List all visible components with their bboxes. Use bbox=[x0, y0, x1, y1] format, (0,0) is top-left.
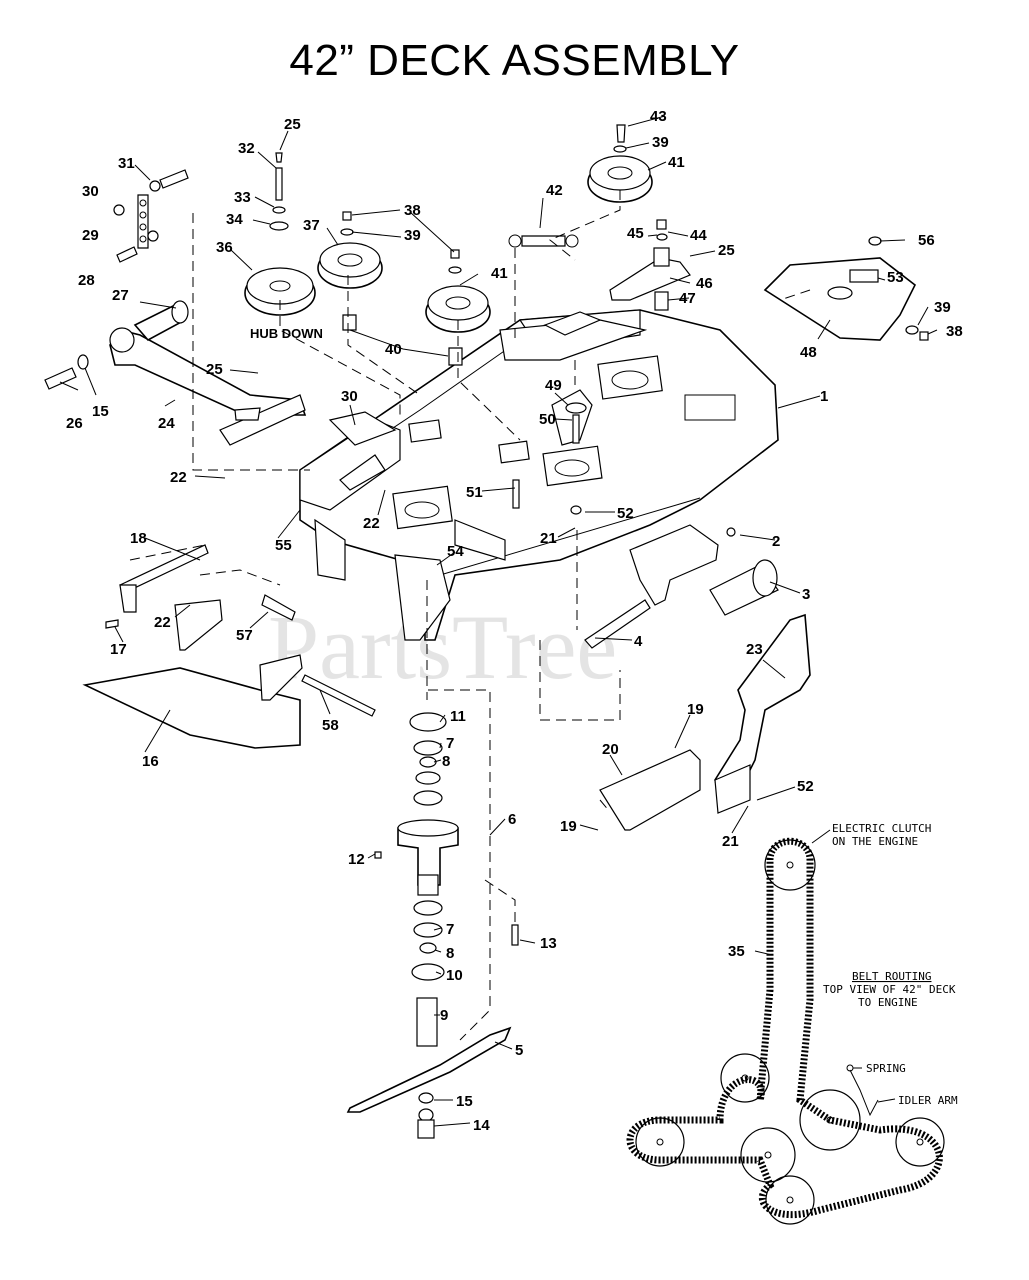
alignment-lines bbox=[129, 190, 811, 1041]
idler-arm-note: IDLER ARM bbox=[898, 1094, 958, 1107]
callout-label: 58 bbox=[322, 717, 339, 734]
callout-label: 39 bbox=[934, 299, 951, 316]
spring-note: SPRING bbox=[866, 1062, 906, 1075]
callout-label: 45 bbox=[627, 225, 644, 242]
pulley-hardware bbox=[269, 124, 691, 366]
callout-label: 10 bbox=[446, 967, 463, 984]
callout-label: 37 bbox=[303, 217, 320, 234]
page-title: 42” DECK ASSEMBLY bbox=[289, 36, 740, 85]
lift-arm-assembly bbox=[44, 169, 307, 446]
belt-routing-subtitle-line2: TO ENGINE bbox=[858, 996, 918, 1009]
callout-label: 6 bbox=[508, 811, 516, 828]
callout-label: 11 bbox=[450, 708, 466, 725]
callout-label: 57 bbox=[236, 627, 253, 644]
callout-label: 39 bbox=[404, 227, 421, 244]
callout-labels: 25 32 31 30 29 28 33 34 36 37 38 39 42 4… bbox=[66, 108, 963, 1134]
callout-label: 25 bbox=[206, 361, 223, 378]
callout-label: 41 bbox=[668, 154, 685, 171]
callout-label: 47 bbox=[679, 290, 696, 307]
electric-clutch-note-line2: ON THE ENGINE bbox=[832, 835, 918, 848]
callout-label: 25 bbox=[718, 242, 735, 259]
callout-label: 19 bbox=[687, 701, 704, 718]
callout-label: 40 bbox=[385, 341, 402, 358]
pulley-36 bbox=[244, 267, 316, 316]
callout-label: 4 bbox=[634, 633, 643, 650]
callout-label: 39 bbox=[652, 134, 669, 151]
callout-label: 22 bbox=[154, 614, 171, 631]
callout-label: 31 bbox=[118, 155, 135, 172]
discharge-bracket-assembly bbox=[584, 524, 811, 831]
callout-label: 28 bbox=[78, 272, 95, 289]
callout-label: 22 bbox=[363, 515, 380, 532]
callout-label: 29 bbox=[82, 227, 99, 244]
discharge-chute-16 bbox=[82, 544, 376, 749]
callout-label: 30 bbox=[341, 388, 358, 405]
electric-clutch-note-line1: ELECTRIC CLUTCH bbox=[832, 822, 931, 835]
callout-label: 23 bbox=[746, 641, 763, 658]
callout-label: 50 bbox=[539, 411, 556, 428]
callout-label: 38 bbox=[404, 202, 421, 219]
belt-cover-48 bbox=[763, 236, 929, 341]
callout-label: 3 bbox=[802, 586, 810, 603]
callout-label: 7 bbox=[446, 921, 454, 938]
spindle-assembly bbox=[346, 712, 519, 1139]
pulley-41-lower bbox=[425, 285, 491, 333]
callout-label: 43 bbox=[650, 108, 667, 125]
callout-label: 8 bbox=[446, 945, 454, 962]
callout-label: 24 bbox=[158, 415, 175, 432]
callout-label: 16 bbox=[142, 753, 159, 770]
callout-label: 5 bbox=[515, 1042, 523, 1059]
callout-label: 36 bbox=[216, 239, 233, 256]
callout-label: 27 bbox=[112, 287, 129, 304]
callout-label: 7 bbox=[446, 735, 454, 752]
callout-label: 51 bbox=[466, 484, 483, 501]
callout-label: 55 bbox=[275, 537, 292, 554]
hub-down-note: HUB DOWN bbox=[250, 326, 323, 341]
callout-label: 42 bbox=[546, 182, 563, 199]
callout-label: 14 bbox=[473, 1117, 490, 1134]
leader-lines bbox=[59, 115, 938, 1127]
callout-label: 44 bbox=[690, 227, 707, 244]
callout-label: 53 bbox=[887, 269, 904, 286]
callout-label: 35 bbox=[728, 943, 745, 960]
belt-routing-subtitle-line1: TOP VIEW OF 42" DECK bbox=[823, 983, 956, 996]
callout-label: 49 bbox=[545, 377, 562, 394]
callout-label: 41 bbox=[491, 265, 508, 282]
callout-label: 19 bbox=[560, 818, 577, 835]
callout-label: 9 bbox=[440, 1007, 448, 1024]
callout-label: 2 bbox=[772, 533, 780, 550]
belt-routing-title: BELT ROUTING bbox=[852, 970, 931, 983]
pulley-37 bbox=[317, 242, 383, 289]
callout-label: 48 bbox=[800, 344, 817, 361]
callout-label: 26 bbox=[66, 415, 83, 432]
callout-label: 18 bbox=[130, 530, 147, 547]
callout-label: 17 bbox=[110, 641, 127, 658]
callout-label: 1 bbox=[820, 388, 828, 405]
callout-label: 12 bbox=[348, 851, 365, 868]
callout-label: 13 bbox=[540, 935, 557, 952]
callout-label: 25 bbox=[284, 116, 301, 133]
callout-label: 21 bbox=[722, 833, 739, 850]
pulley-41-upper bbox=[587, 155, 653, 203]
belt-routing-diagram bbox=[626, 837, 945, 1225]
callout-label: 32 bbox=[238, 140, 255, 157]
deck-housing bbox=[299, 309, 779, 641]
callout-label: 54 bbox=[447, 543, 464, 560]
callout-label: 38 bbox=[946, 323, 963, 340]
callout-label: 22 bbox=[170, 469, 187, 486]
callout-label: 52 bbox=[617, 505, 634, 522]
callout-label: 8 bbox=[442, 753, 450, 770]
callout-label: 52 bbox=[797, 778, 814, 795]
callout-label: 15 bbox=[456, 1093, 473, 1110]
callout-label: 15 bbox=[92, 403, 109, 420]
idler-bracket-49 bbox=[512, 389, 593, 515]
callout-label: 56 bbox=[918, 232, 935, 249]
callout-label: 20 bbox=[602, 741, 619, 758]
callout-label: 34 bbox=[226, 211, 243, 228]
callout-label: 33 bbox=[234, 189, 251, 206]
callout-label: 21 bbox=[540, 530, 557, 547]
callout-label: 46 bbox=[696, 275, 713, 292]
callout-label: 30 bbox=[82, 183, 99, 200]
